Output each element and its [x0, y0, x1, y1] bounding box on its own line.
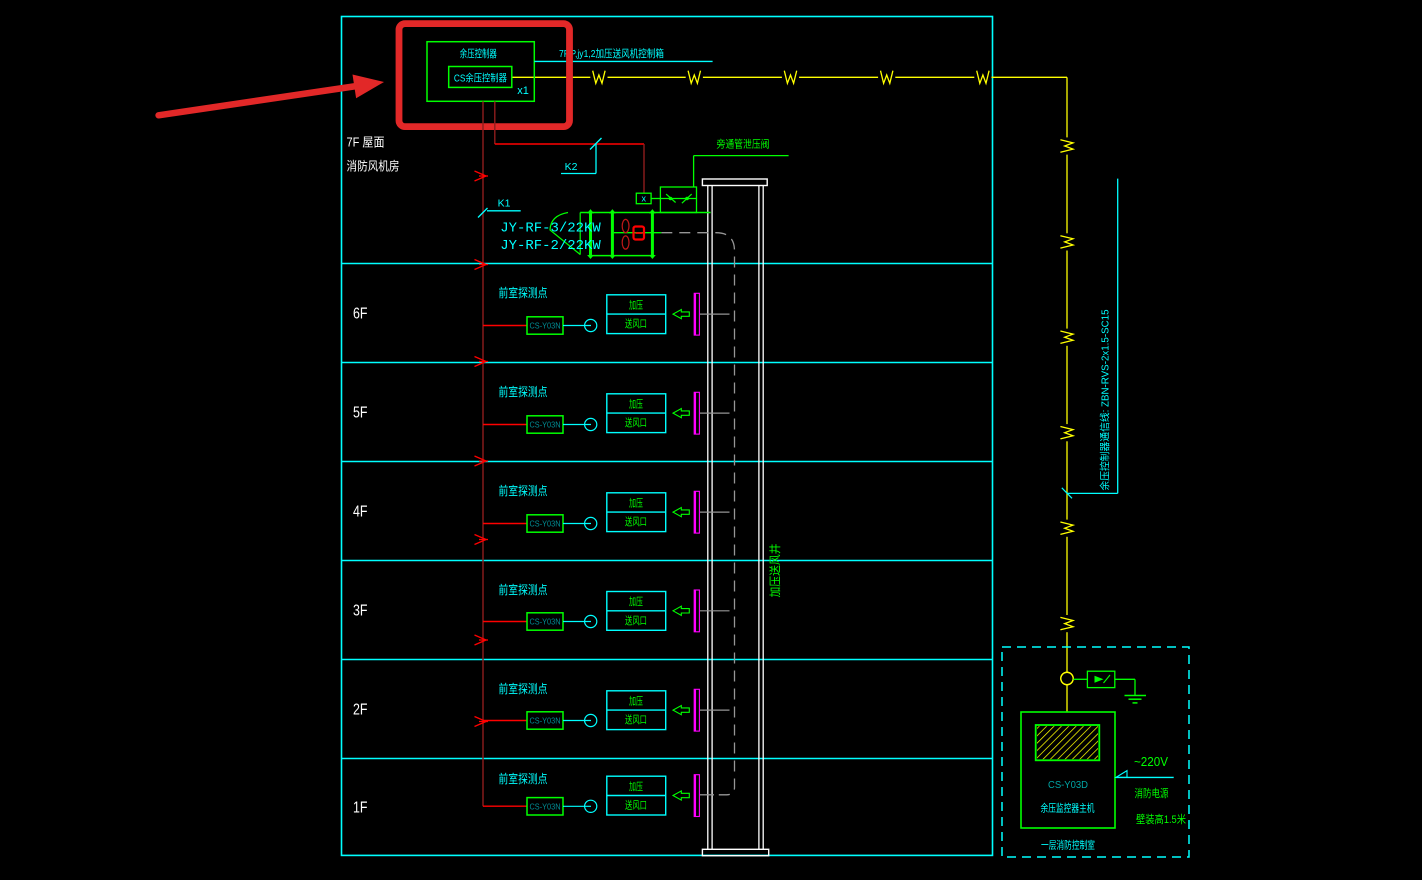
svg-text:JY-RF-3/22KW: JY-RF-3/22KW: [500, 220, 601, 236]
svg-text:消防风机房: 消防风机房: [347, 159, 400, 174]
svg-text:前室探测点: 前室探测点: [499, 384, 548, 399]
svg-text:送风口: 送风口: [625, 614, 647, 627]
svg-text:加压: 加压: [629, 497, 643, 509]
svg-text:余压监控器主机: 余压监控器主机: [1041, 802, 1095, 815]
svg-text:送风口: 送风口: [625, 799, 647, 812]
svg-text:7F 屋面: 7F 屋面: [347, 136, 385, 150]
svg-text:加压: 加压: [629, 695, 643, 707]
svg-text:x1: x1: [517, 85, 529, 97]
svg-text:加压: 加压: [629, 596, 643, 608]
svg-text:消防电源: 消防电源: [1135, 786, 1169, 800]
svg-text:送风口: 送风口: [625, 416, 647, 429]
svg-text:CS-Y03D: CS-Y03D: [1048, 779, 1088, 791]
svg-text:~220V: ~220V: [1134, 754, 1168, 769]
svg-text:7F,P,jy1,2加压送风机控制箱: 7F,P,jy1,2加压送风机控制箱: [559, 47, 664, 60]
svg-text:加压: 加压: [629, 299, 643, 311]
svg-text:K1: K1: [498, 198, 511, 210]
svg-text:x: x: [641, 194, 646, 204]
svg-text:加压送风井: 加压送风井: [768, 544, 782, 598]
svg-text:前室探测点: 前室探测点: [499, 483, 548, 498]
svg-text:CS-Y03N: CS-Y03N: [530, 519, 561, 529]
svg-text:前室探测点: 前室探测点: [499, 582, 548, 597]
svg-text:加压: 加压: [629, 398, 643, 410]
svg-text:壁装高1.5米: 壁装高1.5米: [1136, 812, 1186, 826]
svg-text:CS-Y03N: CS-Y03N: [530, 801, 561, 811]
svg-text:CS-Y03N: CS-Y03N: [530, 420, 561, 430]
svg-text:3F: 3F: [353, 603, 368, 620]
svg-text:CS余压控制器: CS余压控制器: [454, 71, 507, 84]
svg-text:CS-Y03N: CS-Y03N: [530, 321, 561, 331]
svg-text:前室探测点: 前室探测点: [499, 285, 548, 300]
svg-text:CS-Y03N: CS-Y03N: [530, 716, 561, 726]
svg-text:前室探测点: 前室探测点: [499, 681, 548, 696]
svg-text:CS-Y03N: CS-Y03N: [530, 617, 561, 627]
svg-text:余压控制器通信线: ZBN-RVS-2x1.5-SC15: 余压控制器通信线: ZBN-RVS-2x1.5-SC15: [1098, 309, 1111, 490]
svg-text:旁通管泄压阀: 旁通管泄压阀: [717, 138, 770, 151]
svg-text:送风口: 送风口: [625, 515, 647, 528]
svg-text:5F: 5F: [353, 405, 368, 422]
svg-text:1F: 1F: [353, 800, 368, 817]
svg-text:2F: 2F: [353, 702, 368, 719]
svg-text:前室探测点: 前室探测点: [499, 771, 548, 786]
svg-text:6F: 6F: [353, 306, 368, 323]
svg-text:JY-RF-2/22KW: JY-RF-2/22KW: [500, 238, 601, 254]
svg-text:送风口: 送风口: [625, 713, 647, 726]
svg-text:一层消防控制室: 一层消防控制室: [1041, 839, 1095, 852]
svg-text:送风口: 送风口: [625, 317, 647, 330]
svg-text:余压控制器: 余压控制器: [460, 47, 497, 60]
svg-text:4F: 4F: [353, 504, 368, 521]
svg-text:加压: 加压: [629, 781, 643, 793]
svg-text:K2: K2: [565, 161, 578, 173]
